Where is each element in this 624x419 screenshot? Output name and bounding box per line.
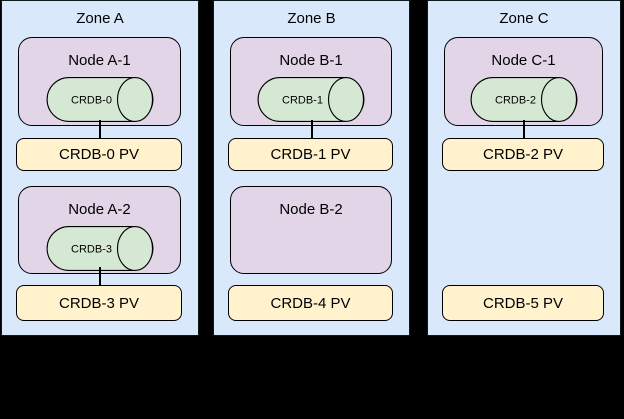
- connector-c1-pv2: [523, 120, 525, 138]
- cylinder-face: [327, 77, 365, 122]
- node-b1-title: Node B-1: [279, 52, 343, 69]
- connector-a2-pv3: [99, 267, 101, 285]
- pv-crdb-3-label: CRDB-3 PV: [58, 294, 140, 312]
- crdb-1-label: CRDB-1: [282, 95, 323, 107]
- zone-c-title: Zone C: [499, 10, 549, 27]
- node-a2-box: Node A-2 CRDB-3: [18, 186, 181, 274]
- pv-crdb-3-box: CRDB-3 PV: [16, 285, 182, 321]
- crdb-2-cylinder: CRDB-2: [470, 77, 577, 122]
- pv-crdb-5-label: CRDB-5 PV: [482, 294, 564, 312]
- connector-b1-pv1: [310, 120, 313, 138]
- zone-b-box: Zone B Node B-1 CRDB-1 CRDB-1 PV Node B-…: [213, 0, 410, 336]
- crdb-2-label: CRDB-2: [495, 95, 536, 107]
- pv-crdb-2-box: CRDB-2 PV: [442, 138, 604, 171]
- pv-crdb-5-box: CRDB-5 PV: [442, 285, 604, 321]
- pv-crdb-0-box: CRDB-0 PV: [16, 138, 182, 171]
- crdb-1-cylinder: CRDB-1: [257, 77, 365, 122]
- pv-crdb-2-label: CRDB-2 PV: [482, 146, 564, 163]
- cylinder-face: [116, 77, 153, 122]
- zone-b-title: Zone B: [287, 10, 336, 27]
- pv-crdb-1-box: CRDB-1 PV: [228, 138, 393, 171]
- crdb-0-cylinder: CRDB-0: [46, 77, 153, 122]
- pv-crdb-4-label: CRDB-4 PV: [270, 294, 351, 312]
- node-a2-title: Node A-2: [68, 201, 131, 218]
- node-a1-title: Node A-1: [68, 52, 131, 69]
- node-b1-box: Node B-1 CRDB-1: [230, 37, 392, 126]
- node-a1-box: Node A-1 CRDB-0: [18, 37, 181, 126]
- node-c1-box: Node C-1 CRDB-2: [444, 37, 603, 126]
- node-c1-title: Node C-1: [491, 52, 556, 69]
- node-b2-box: Node B-2: [230, 186, 392, 274]
- crdb-3-label: CRDB-3: [71, 244, 112, 256]
- pv-crdb-0-label: CRDB-0 PV: [58, 146, 140, 163]
- cylinder-face: [116, 226, 153, 271]
- node-b2-title: Node B-2: [279, 201, 343, 218]
- zone-c-box: Zone C Node C-1 CRDB-2 CRDB-2 PV CRDB-5 …: [427, 0, 621, 336]
- zone-a-box: Zone A Node A-1 CRDB-0 CRDB-0 PV Node A-…: [1, 0, 199, 336]
- cylinder-face: [540, 77, 577, 122]
- crdb-3-cylinder: CRDB-3: [46, 226, 153, 271]
- connector-a1-pv0: [99, 120, 101, 138]
- crdb-0-label: CRDB-0: [71, 95, 112, 107]
- pv-crdb-1-label: CRDB-1 PV: [270, 146, 351, 163]
- pv-crdb-4-box: CRDB-4 PV: [228, 285, 393, 321]
- zone-a-title: Zone A: [76, 10, 124, 27]
